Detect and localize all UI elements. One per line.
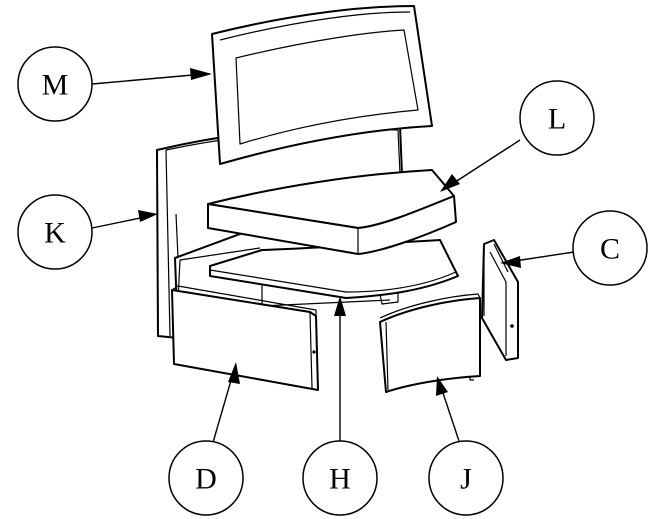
leader-lines [91,68,575,447]
front-panel [171,285,319,391]
callout-h: H [302,440,378,516]
callout-j: J [428,440,504,516]
callout-d: D [168,440,244,516]
callout-label-c: C [600,233,620,266]
callout-m: M [17,46,93,122]
callout-label-j: J [460,463,472,496]
callout-l: L [519,80,595,156]
seat-cushion [207,169,457,255]
seat-base-platform [209,239,459,307]
callout-label-m: M [42,69,69,102]
curved-front-panel [379,293,481,393]
callout-c: C [572,210,648,286]
callout-label-d: D [195,463,217,496]
callout-label-l: L [548,103,566,136]
backrest-cushion [211,5,433,165]
callout-label-h: H [329,463,351,496]
callout-k: K [17,194,93,270]
callout-label-k: K [44,217,66,250]
side-panel-frame [481,239,519,361]
